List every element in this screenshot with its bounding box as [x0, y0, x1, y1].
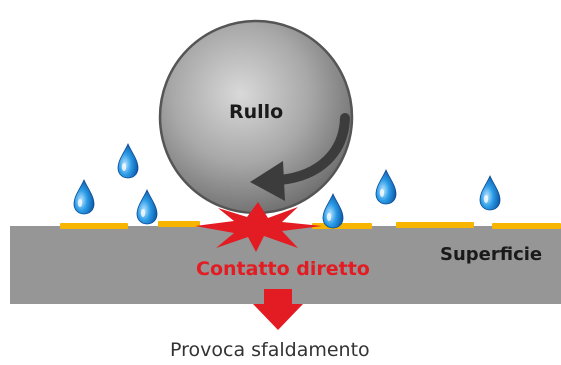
coating-layer	[60, 221, 561, 229]
water-drop-icon	[322, 193, 344, 229]
water-drop-icon	[479, 175, 501, 211]
contact-label: Contatto diretto	[196, 258, 370, 280]
water-drop-icon	[136, 189, 158, 225]
curved-arrow-icon	[250, 113, 350, 201]
coating-segment	[492, 223, 561, 229]
starburst-icon	[195, 202, 322, 252]
surface-label: Superficie	[440, 244, 543, 265]
roller-label: Rullo	[229, 101, 284, 123]
down-arrow-icon	[253, 289, 303, 330]
coating-segment	[396, 222, 474, 228]
water-drop-icon	[117, 143, 139, 179]
water-drop-icon	[375, 169, 397, 205]
coating-segment	[60, 223, 128, 229]
coating-segment	[158, 221, 200, 227]
caption-label: Provoca sfaldamento	[170, 339, 370, 361]
water-drop-icon	[73, 179, 95, 215]
